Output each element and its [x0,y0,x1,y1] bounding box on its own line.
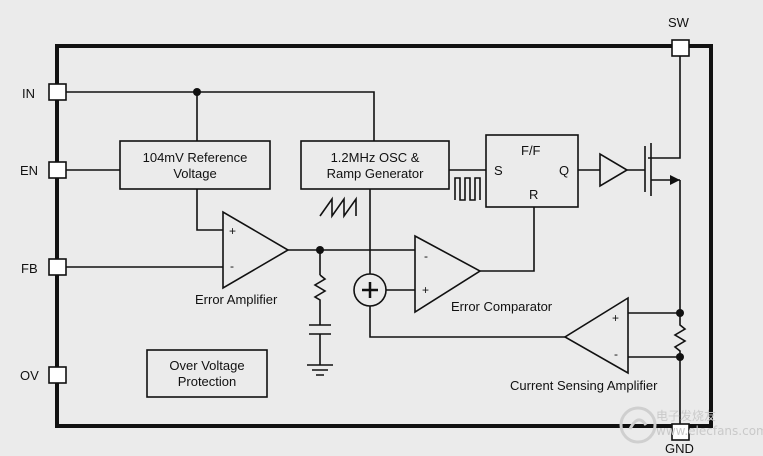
current-sensing-amplifier-caption: Current Sensing Amplifier [510,378,658,393]
flipflop-block [485,134,579,208]
error-comp-minus: - [424,249,428,263]
pin-label-ov: OV [20,368,39,383]
flipflop-q-label: Q [559,163,570,178]
error-amplifier-caption: Error Amplifier [195,292,278,307]
pin-in [48,83,67,101]
ovp-label: Over Voltage Protection [169,358,245,389]
current-amp-plus: + [612,311,620,325]
pin-label-fb: FB [21,261,38,276]
gate-driver-symbol [599,152,629,188]
pin-label-sw: SW [668,15,689,30]
oscillator-block [300,140,450,190]
error-comparator-caption: Error Comparator [451,299,553,314]
pin-sw [671,39,690,57]
pin-label-in: IN [22,86,35,101]
pin-ov [48,366,67,384]
current-sense-amplifier-symbol [563,296,629,375]
error-comp-plus: + [422,283,430,297]
ovp-block [146,349,268,398]
watermark: 电子发烧友 www.elecfans.com [618,405,763,445]
current-amp-minus: - [614,347,618,361]
watermark-logo-icon [619,406,657,444]
chip-outline [55,44,713,428]
pin-fb [48,258,67,276]
flipflop-r-label: R [529,187,539,202]
pin-label-gnd: GND [665,441,694,456]
flipflop-s-label: S [494,163,503,178]
error-comparator-symbol [414,234,482,314]
pin-gnd [671,423,690,441]
error-amplifier-symbol [222,210,290,290]
pin-label-en: EN [20,163,39,178]
watermark-text: 电子发烧友 www.elecfans.com [656,409,763,438]
error-amp-plus: + [229,224,237,238]
pin-en [48,161,67,179]
flipflop-title: F/F [521,143,541,158]
error-amp-minus: - [230,259,234,273]
reference-label: 104mV Reference Voltage [142,150,248,181]
oscillator-label: 1.2MHz OSC & Ramp Generator [326,150,424,181]
reference-block [119,140,271,190]
